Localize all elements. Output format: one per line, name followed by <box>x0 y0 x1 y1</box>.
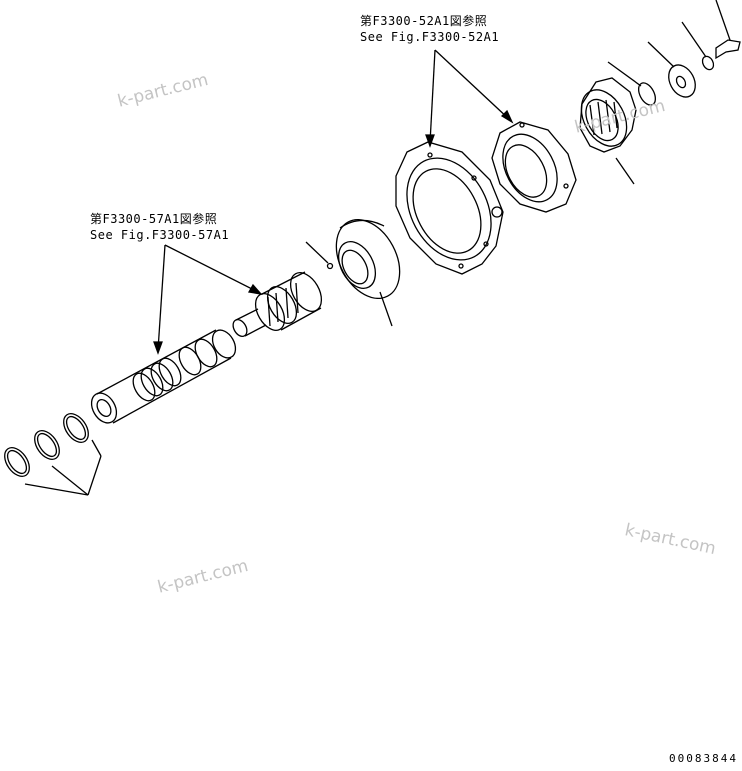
document-number: 00083844 <box>669 752 738 765</box>
roller-bearing-retainer-icon <box>579 77 637 185</box>
top-callout-arrows <box>425 49 514 148</box>
washer-icon <box>647 41 696 98</box>
nut-icon <box>681 21 715 71</box>
bolt-icon <box>715 0 741 60</box>
left-callout-arrows <box>153 244 263 355</box>
thrust-plate-icon <box>335 219 401 327</box>
pin-icon <box>305 241 334 270</box>
housing-icon <box>395 141 504 275</box>
snap-ring-leader-lines <box>24 439 102 496</box>
o-ring-icon <box>607 61 657 106</box>
top-callout-en: See Fig.F3300-52A1 <box>360 30 500 44</box>
bearing-cage-icon <box>491 121 577 213</box>
left-callout-jp: 第F3300-57A1図参照 <box>90 212 218 226</box>
spline-shaft-icon <box>232 271 323 338</box>
snap-ring-icon <box>4 413 89 477</box>
shaft-sleeve-icon <box>90 329 237 424</box>
top-callout-jp: 第F3300-52A1図参照 <box>360 14 488 28</box>
left-callout-en: See Fig.F3300-57A1 <box>90 228 230 242</box>
